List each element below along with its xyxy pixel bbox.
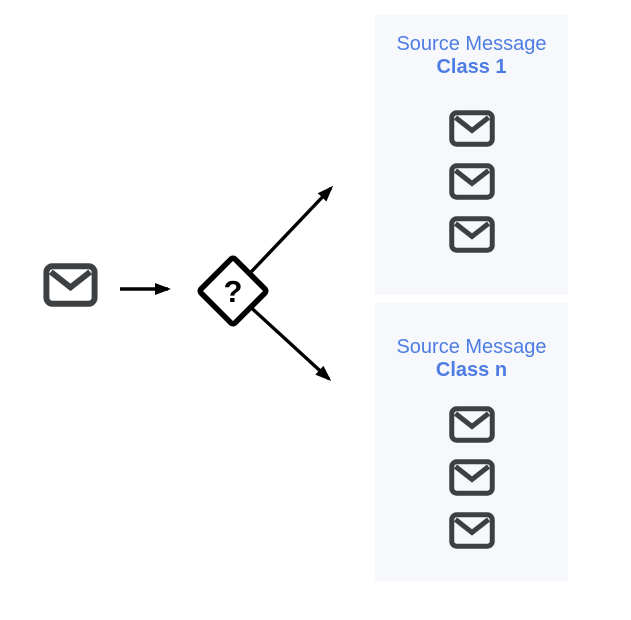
panel-title-line1: Source Message bbox=[396, 33, 547, 55]
panel-title-line2: Class n bbox=[435, 359, 508, 381]
panel-title-line2: Class 1 bbox=[436, 56, 507, 78]
message-stack bbox=[375, 406, 568, 549]
email-icon bbox=[449, 512, 495, 549]
panel-title: Source Message Class 1 bbox=[375, 33, 568, 79]
email-icon bbox=[449, 110, 495, 147]
email-icon bbox=[46, 266, 94, 303]
decision-diamond bbox=[197, 255, 269, 327]
panel-title-line1: Source Message bbox=[396, 336, 547, 358]
panel-title: Source Message Class n bbox=[375, 336, 568, 382]
decision-question-mark: ? bbox=[224, 274, 243, 309]
panel-source-message-class-n: Source Message Class n bbox=[375, 303, 568, 582]
email-icon bbox=[449, 459, 495, 496]
panel-source-message-class-1: Source Message Class 1 bbox=[375, 15, 568, 295]
email-icon bbox=[449, 163, 495, 200]
email-icon bbox=[449, 216, 495, 253]
email-icon bbox=[449, 406, 495, 443]
message-stack bbox=[375, 110, 568, 253]
